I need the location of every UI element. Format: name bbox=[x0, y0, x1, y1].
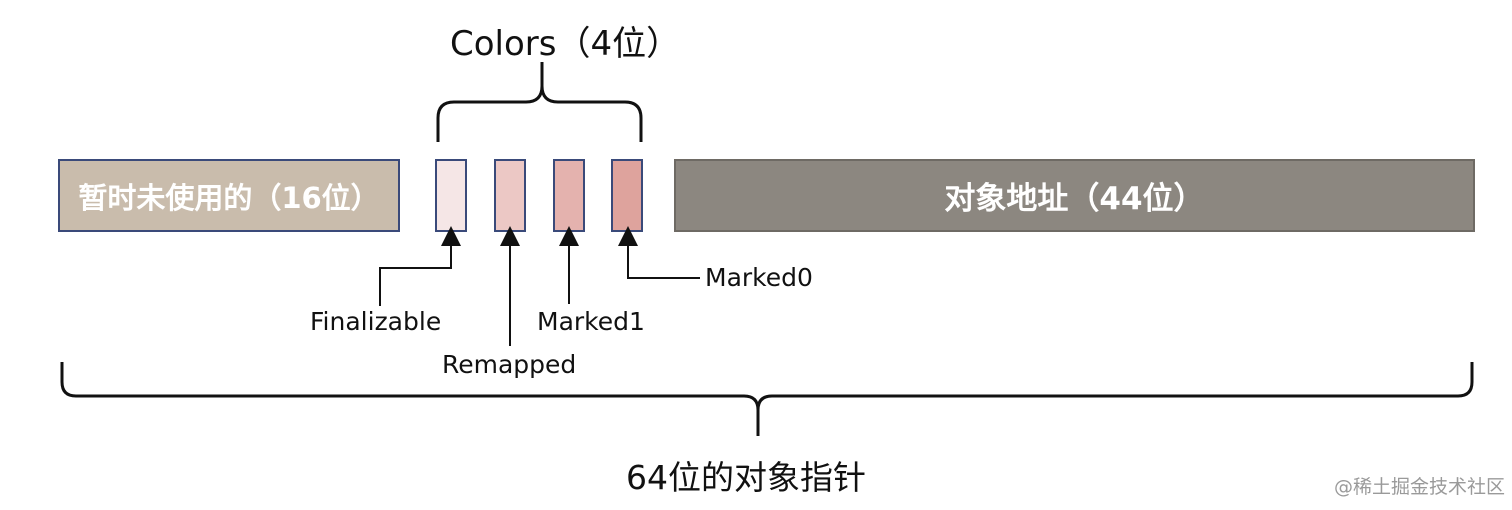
unused-bits-label: 暂时未使用的（16位） bbox=[78, 180, 380, 215]
remapped-label: Remapped bbox=[442, 350, 577, 379]
remapped-bit bbox=[494, 159, 526, 232]
object-address-label: 对象地址（44位） bbox=[944, 181, 1205, 217]
pointer-brace bbox=[60, 362, 1474, 436]
finalizable-label: Finalizable bbox=[310, 307, 442, 336]
finalizable-bit bbox=[435, 159, 467, 232]
marked1-bit bbox=[553, 159, 585, 232]
pointer-label: 64位的对象指针 bbox=[626, 458, 866, 497]
finalizable-arrow bbox=[379, 226, 461, 306]
marked0-label: Marked0 bbox=[705, 263, 813, 292]
colors-label: Colors（4位） bbox=[450, 24, 681, 64]
colors-brace bbox=[436, 62, 643, 142]
watermark: @稀土掘金技术社区 bbox=[1334, 476, 1506, 498]
unused-bits-segment: 暂时未使用的（16位） bbox=[58, 159, 400, 232]
marked0-arrow bbox=[618, 226, 700, 279]
object-address-segment: 对象地址（44位） bbox=[674, 159, 1475, 232]
marked1-label: Marked1 bbox=[537, 307, 645, 336]
marked0-bit bbox=[611, 159, 643, 232]
